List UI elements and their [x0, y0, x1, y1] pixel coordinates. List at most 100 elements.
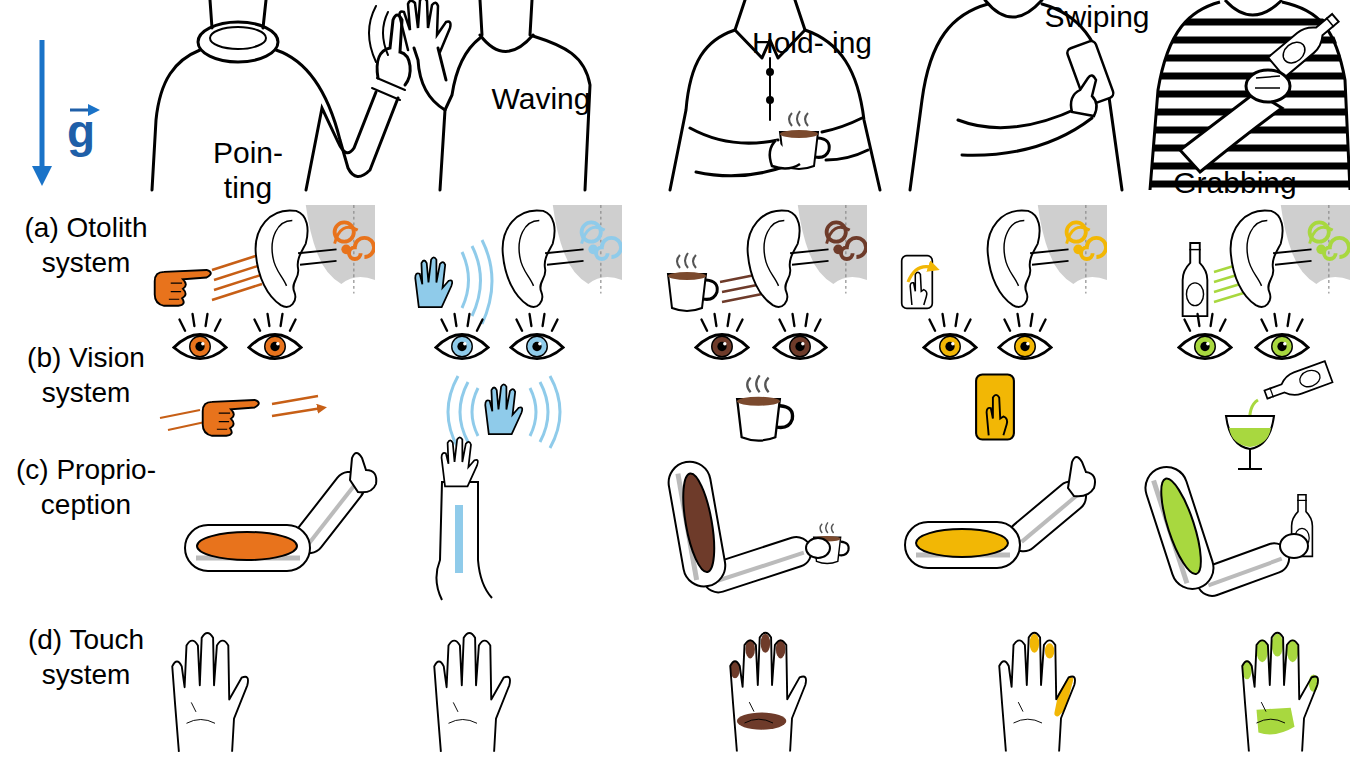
- touch-area: [761, 634, 771, 653]
- arm-holding: [665, 458, 815, 596]
- shirt-placket: [769, 58, 771, 120]
- eye: [511, 314, 563, 359]
- inner-ear: [748, 205, 867, 307]
- touch-area: [1030, 634, 1040, 653]
- t-shirt-collar: [480, 35, 533, 52]
- row-label: (d) Touch system: [0, 622, 172, 692]
- body-outline: [910, 4, 988, 190]
- arm-pointing: [185, 453, 376, 571]
- sweater-cuff: [372, 78, 405, 100]
- hand-grabbing-touch: [1242, 633, 1318, 752]
- muscle: [677, 471, 720, 574]
- vector-symbol: g: [58, 108, 104, 154]
- bottle-group: [1268, 8, 1344, 77]
- upper-arm-outline: [1140, 462, 1219, 595]
- pointing-hand-icon: [203, 400, 259, 436]
- touch-area: [737, 713, 786, 730]
- muscle: [916, 529, 1008, 557]
- upper-arm: [1140, 462, 1219, 595]
- hand-outline: [172, 633, 248, 752]
- bottle-group: [1262, 361, 1332, 405]
- touch-area: [1272, 634, 1283, 657]
- phone-icon: [902, 256, 933, 309]
- pointing-hand: [350, 453, 376, 492]
- glass-stem: [1238, 449, 1262, 469]
- gesture-label: Waving: [466, 82, 616, 117]
- bone: [309, 483, 357, 544]
- upper-arm: [665, 458, 728, 589]
- open-hand: [442, 437, 478, 486]
- inner-ear: [1231, 205, 1350, 307]
- phone-arm: [958, 108, 1092, 155]
- grabbing-hand: [1246, 70, 1290, 102]
- finger-lines: [1255, 76, 1280, 88]
- swiping-hand: [1071, 75, 1097, 116]
- touch-area: [1257, 708, 1295, 735]
- gravity-arrow: [40, 40, 45, 176]
- muscle: [197, 532, 297, 560]
- pointing-hand-icon: [155, 270, 211, 306]
- waving-hand: [400, 0, 451, 52]
- open-hand-icon: [415, 257, 452, 307]
- hand-outline: [1242, 633, 1318, 752]
- pointing-hand: [377, 15, 410, 85]
- inner-ear: [256, 205, 375, 307]
- hand-outline: [730, 633, 806, 752]
- bone: [1208, 559, 1281, 586]
- inner-ear: [988, 205, 1107, 307]
- gesture-label: Grabbing: [1150, 166, 1320, 201]
- phone-icon: [976, 374, 1014, 439]
- row-label: (a) Otolith system: [0, 210, 172, 280]
- wine-glass: [1226, 416, 1274, 449]
- row-label: (b) Vision system: [0, 340, 172, 410]
- gesture-label: Swiping: [1022, 0, 1172, 35]
- holding-hand: [806, 538, 830, 558]
- raised-arm: [445, 38, 480, 110]
- hand-holding-touch: [730, 633, 806, 752]
- upper-arm-outline: [665, 458, 728, 589]
- motion-arrows: [272, 396, 322, 416]
- motion-lines: [160, 410, 205, 430]
- shirt-button: [768, 70, 773, 75]
- pointing-arm: [306, 92, 376, 190]
- muscle: [455, 505, 463, 573]
- inner-ear: [503, 205, 622, 307]
- eye: [436, 314, 488, 359]
- eye: [249, 314, 301, 359]
- eye: [1179, 314, 1231, 359]
- eye: [1256, 314, 1308, 359]
- sweater-collar: [198, 22, 278, 62]
- sweater-collar: [210, 27, 266, 49]
- neck: [480, 0, 532, 35]
- coffee-cup-icon: [737, 375, 792, 440]
- upper-arm-outline: [185, 525, 310, 571]
- body-outline: [152, 50, 200, 190]
- swiping-hand: [1068, 457, 1095, 496]
- arm-grabbing: [1140, 462, 1293, 601]
- body-outline: [1150, 0, 1350, 190]
- upper-arm-outline: [905, 522, 1020, 568]
- eye: [696, 314, 748, 359]
- raised-arm: [414, 48, 445, 190]
- open-hand-icon: [485, 384, 522, 434]
- touch-area: [1045, 643, 1055, 658]
- gesture-label: Poin- ting: [196, 136, 300, 205]
- motion-lines: [369, 6, 388, 62]
- pointing-arm: [276, 50, 398, 177]
- body-outline: [670, 30, 735, 190]
- bone: [714, 553, 803, 582]
- grabbing-arm: [1180, 92, 1282, 172]
- grabbing-hand: [1280, 534, 1308, 558]
- shirt-button: [768, 98, 773, 103]
- coffee-cup-icon: [668, 253, 717, 311]
- arm-swiping: [905, 457, 1095, 568]
- hand-outline: [434, 633, 510, 752]
- bottle-icon: [1183, 243, 1208, 316]
- forearm-outline: [436, 482, 492, 600]
- row-label: (c) Proprio- ception: [0, 452, 172, 522]
- wave-arcs: [530, 376, 560, 448]
- wave-arcs: [462, 240, 492, 324]
- eye: [174, 314, 226, 359]
